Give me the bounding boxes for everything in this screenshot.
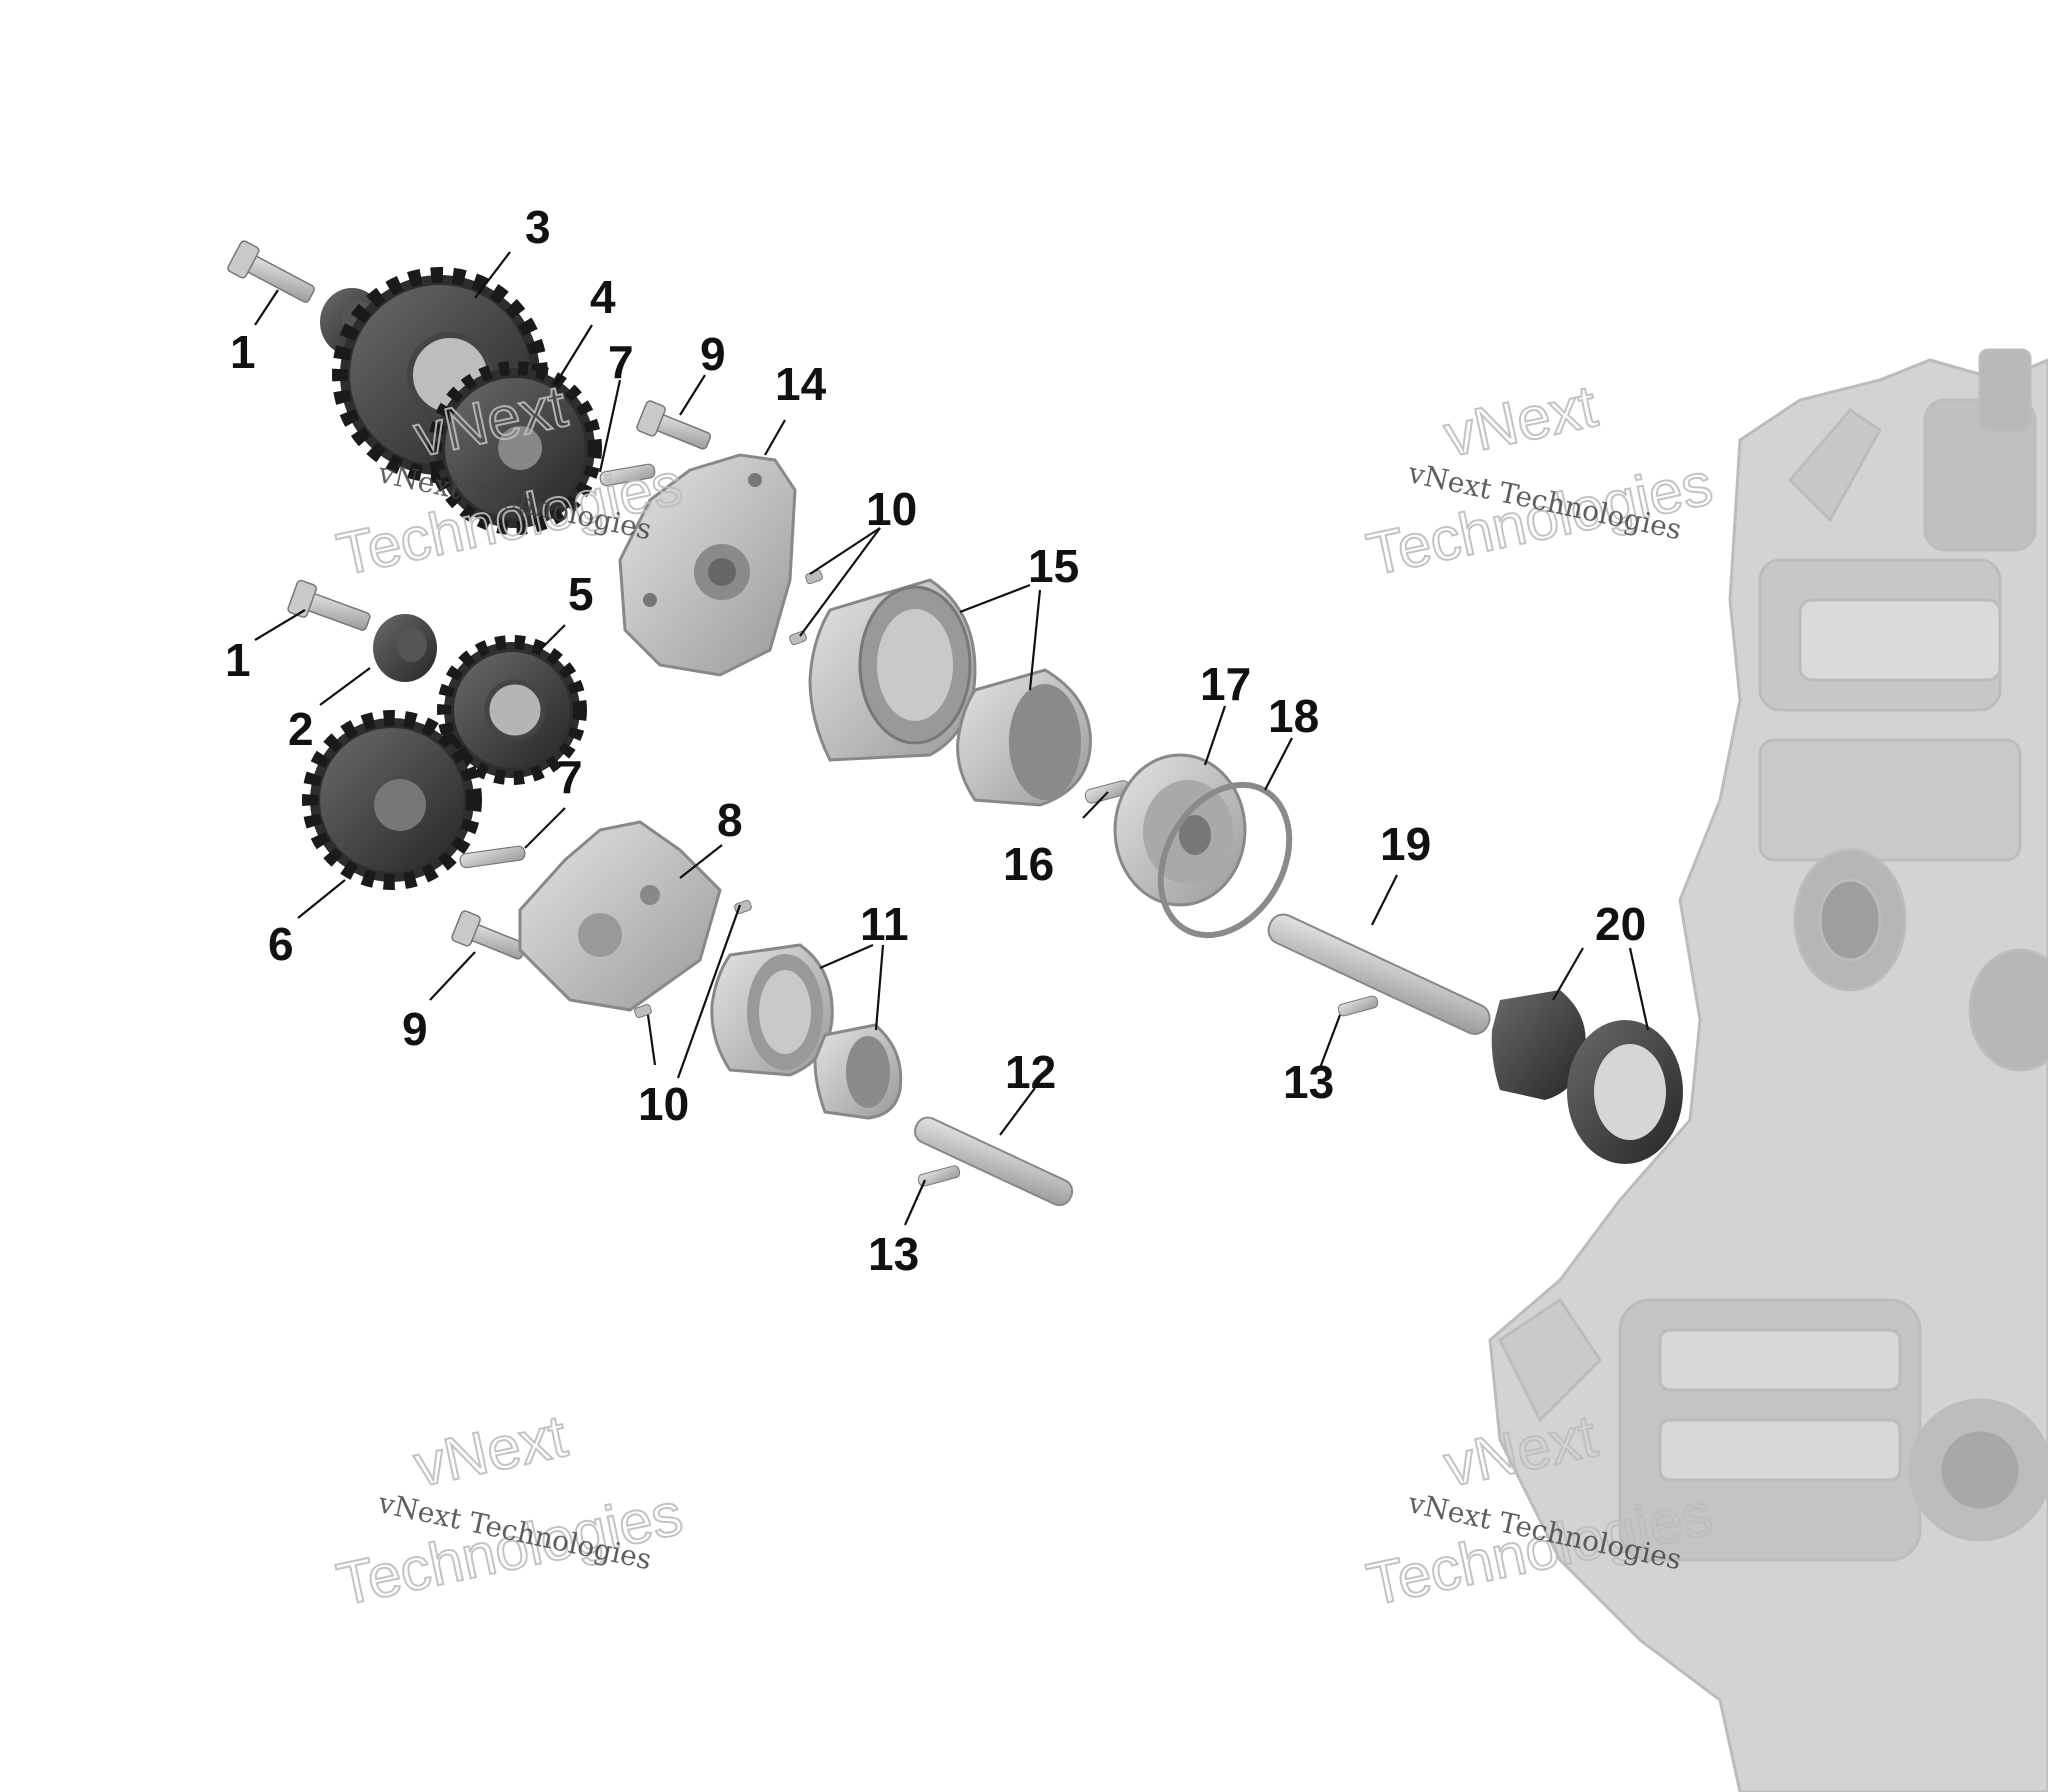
callout-11: 11 [860,898,909,950]
svg-text:vNext: vNext [408,1402,572,1499]
pin-7-lower [459,845,526,869]
callout-1-lower: 1 [225,634,251,686]
callout-14: 14 [775,358,827,410]
callout-4: 4 [590,271,616,323]
callout-7-lower: 7 [557,751,583,803]
callout-numbers: 1 3 4 7 9 14 10 15 1 5 2 7 8 6 9 10 11 1… [225,201,1646,1280]
callout-7-upper: 7 [608,336,634,388]
callout-17: 17 [1200,658,1251,710]
svg-text:vNext: vNext [1438,372,1602,469]
pump-housing-8 [518,820,722,1012]
pin-7-upper [599,463,656,487]
callout-10-lower: 10 [638,1078,689,1130]
pin-13-right [1337,995,1379,1017]
gear-6 [302,710,482,890]
callout-8: 8 [717,794,743,846]
callout-16: 16 [1003,838,1054,890]
gear-5 [437,635,587,785]
washer-2 [373,614,437,682]
outer-rotor-11 [710,943,834,1077]
callout-3: 3 [525,201,551,253]
bolt-1-lower [287,579,371,631]
callout-2: 2 [288,703,314,755]
callout-1-upper: 1 [230,326,256,378]
outer-rotor-15 [808,578,977,762]
callout-15: 15 [1028,540,1079,592]
callout-20: 20 [1595,898,1646,950]
pump-cover-14 [618,453,797,677]
callout-6: 6 [268,918,294,970]
bolt-9-lower [451,910,527,960]
watermark-bottom-left: vNext Technologies vNext Technologies [330,1401,689,1619]
engine-block [1488,348,2048,1792]
callout-10-upper: 10 [866,483,917,535]
callout-13-lower: 13 [868,1228,919,1280]
pump-plate-17 [1113,753,1247,907]
gear-4 [428,361,602,535]
shaft-12 [914,1116,1074,1207]
leader-lines [254,251,1650,1226]
callout-13-right: 13 [1283,1056,1334,1108]
callout-9-upper: 9 [700,328,726,380]
callout-18: 18 [1268,690,1319,742]
callout-19: 19 [1380,818,1431,870]
dowel-10-b [789,630,807,646]
callout-12: 12 [1005,1046,1056,1098]
shaft-19 [1267,913,1491,1035]
outer-rotor-20 [1567,1020,1683,1164]
bolt-1-upper [227,240,315,303]
callout-9-lower: 9 [402,1003,428,1055]
inner-rotor-20 [1491,990,1586,1100]
callout-5: 5 [568,568,594,620]
pin-13-lower [917,1165,961,1187]
inner-rotor-15 [956,668,1092,807]
bolt-9-upper [636,400,712,450]
o-ring-18 [1157,781,1293,939]
inner-rotor-11 [813,1023,903,1120]
dowel-10-d [634,1003,652,1019]
watermark-top-right: vNext Technologies vNext Technologies [1360,371,1719,589]
